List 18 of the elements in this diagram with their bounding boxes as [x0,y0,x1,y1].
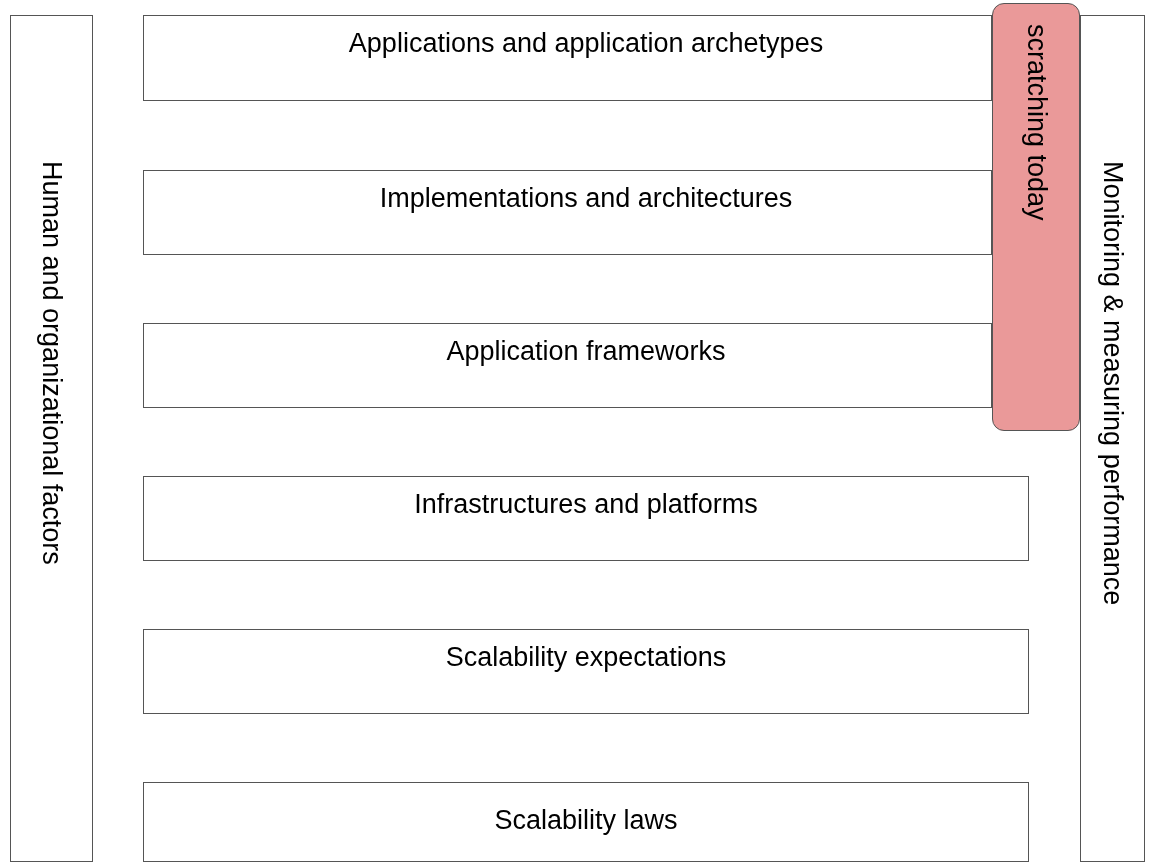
layer-box [143,323,992,408]
layer-label: Application frameworks [446,336,726,367]
layer-label: Human and organizational factors [36,161,67,565]
side-bar [10,15,93,862]
layer-box [143,782,1029,862]
layer-box [143,476,1029,561]
layer-label: Scalability expectations [445,642,727,673]
highlight-tab [992,3,1080,431]
layer-label: Implementations and architectures [379,183,793,214]
layer-box [143,170,992,255]
layer-label: scratching today [1020,24,1052,221]
layer-label: Monitoring & measuring performance [1097,161,1128,606]
side-bar [1080,15,1145,862]
layer-label: Scalability laws [494,805,678,836]
layer-box [143,15,992,101]
layer-label: Infrastructures and platforms [414,489,758,520]
layer-box [143,629,1029,714]
layer-label: Applications and application archetypes [348,28,824,59]
